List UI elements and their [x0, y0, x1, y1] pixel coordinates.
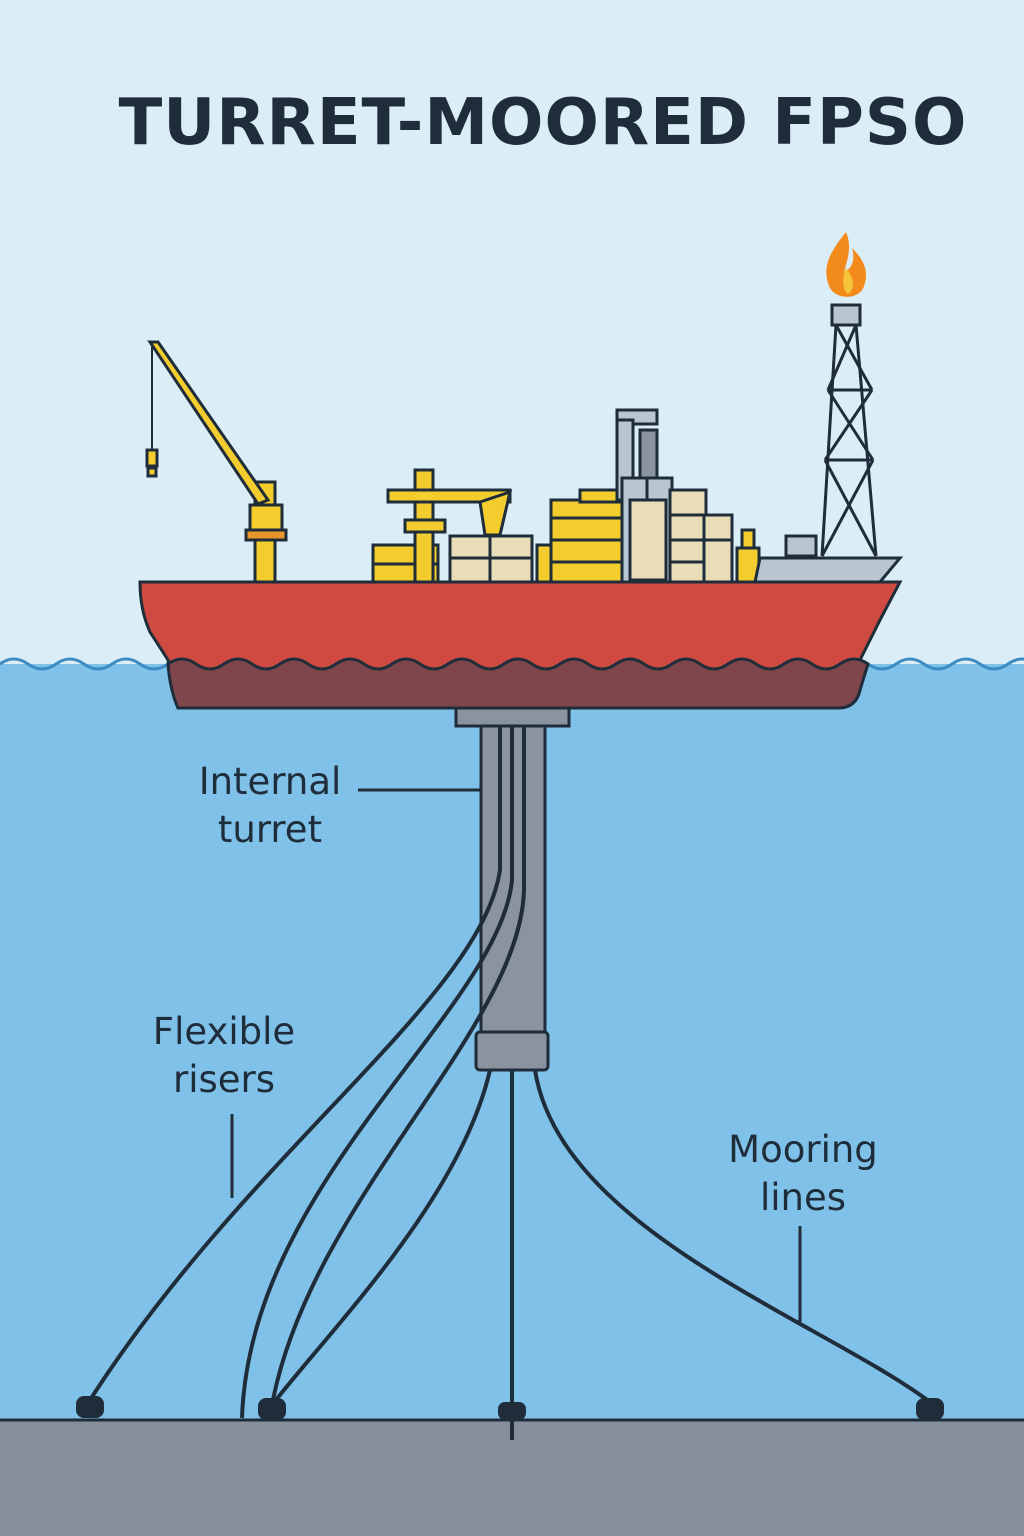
anchor-icon	[76, 1396, 944, 1420]
label-line: risers	[172, 1058, 276, 1101]
label-line: Internal	[198, 760, 342, 803]
label-line: Flexible	[152, 1010, 296, 1053]
label-line: Mooring	[728, 1128, 878, 1171]
hull	[138, 580, 903, 710]
flexible-risers	[88, 726, 526, 1419]
leader-lines	[230, 788, 802, 1322]
page-title: TURRET-MOORED FPSO	[118, 86, 968, 160]
label-mooring-lines: Mooring lines	[708, 1126, 898, 1222]
process-modules	[371, 408, 904, 585]
flame-icon	[826, 232, 867, 297]
mooring-lines	[270, 1069, 932, 1440]
label-line: turret	[217, 808, 323, 851]
label-flexible-risers: Flexible risers	[134, 1008, 314, 1104]
label-line: lines	[759, 1176, 847, 1219]
label-internal-turret: Internal turret	[180, 758, 360, 854]
flare-tower-icon	[820, 303, 878, 557]
